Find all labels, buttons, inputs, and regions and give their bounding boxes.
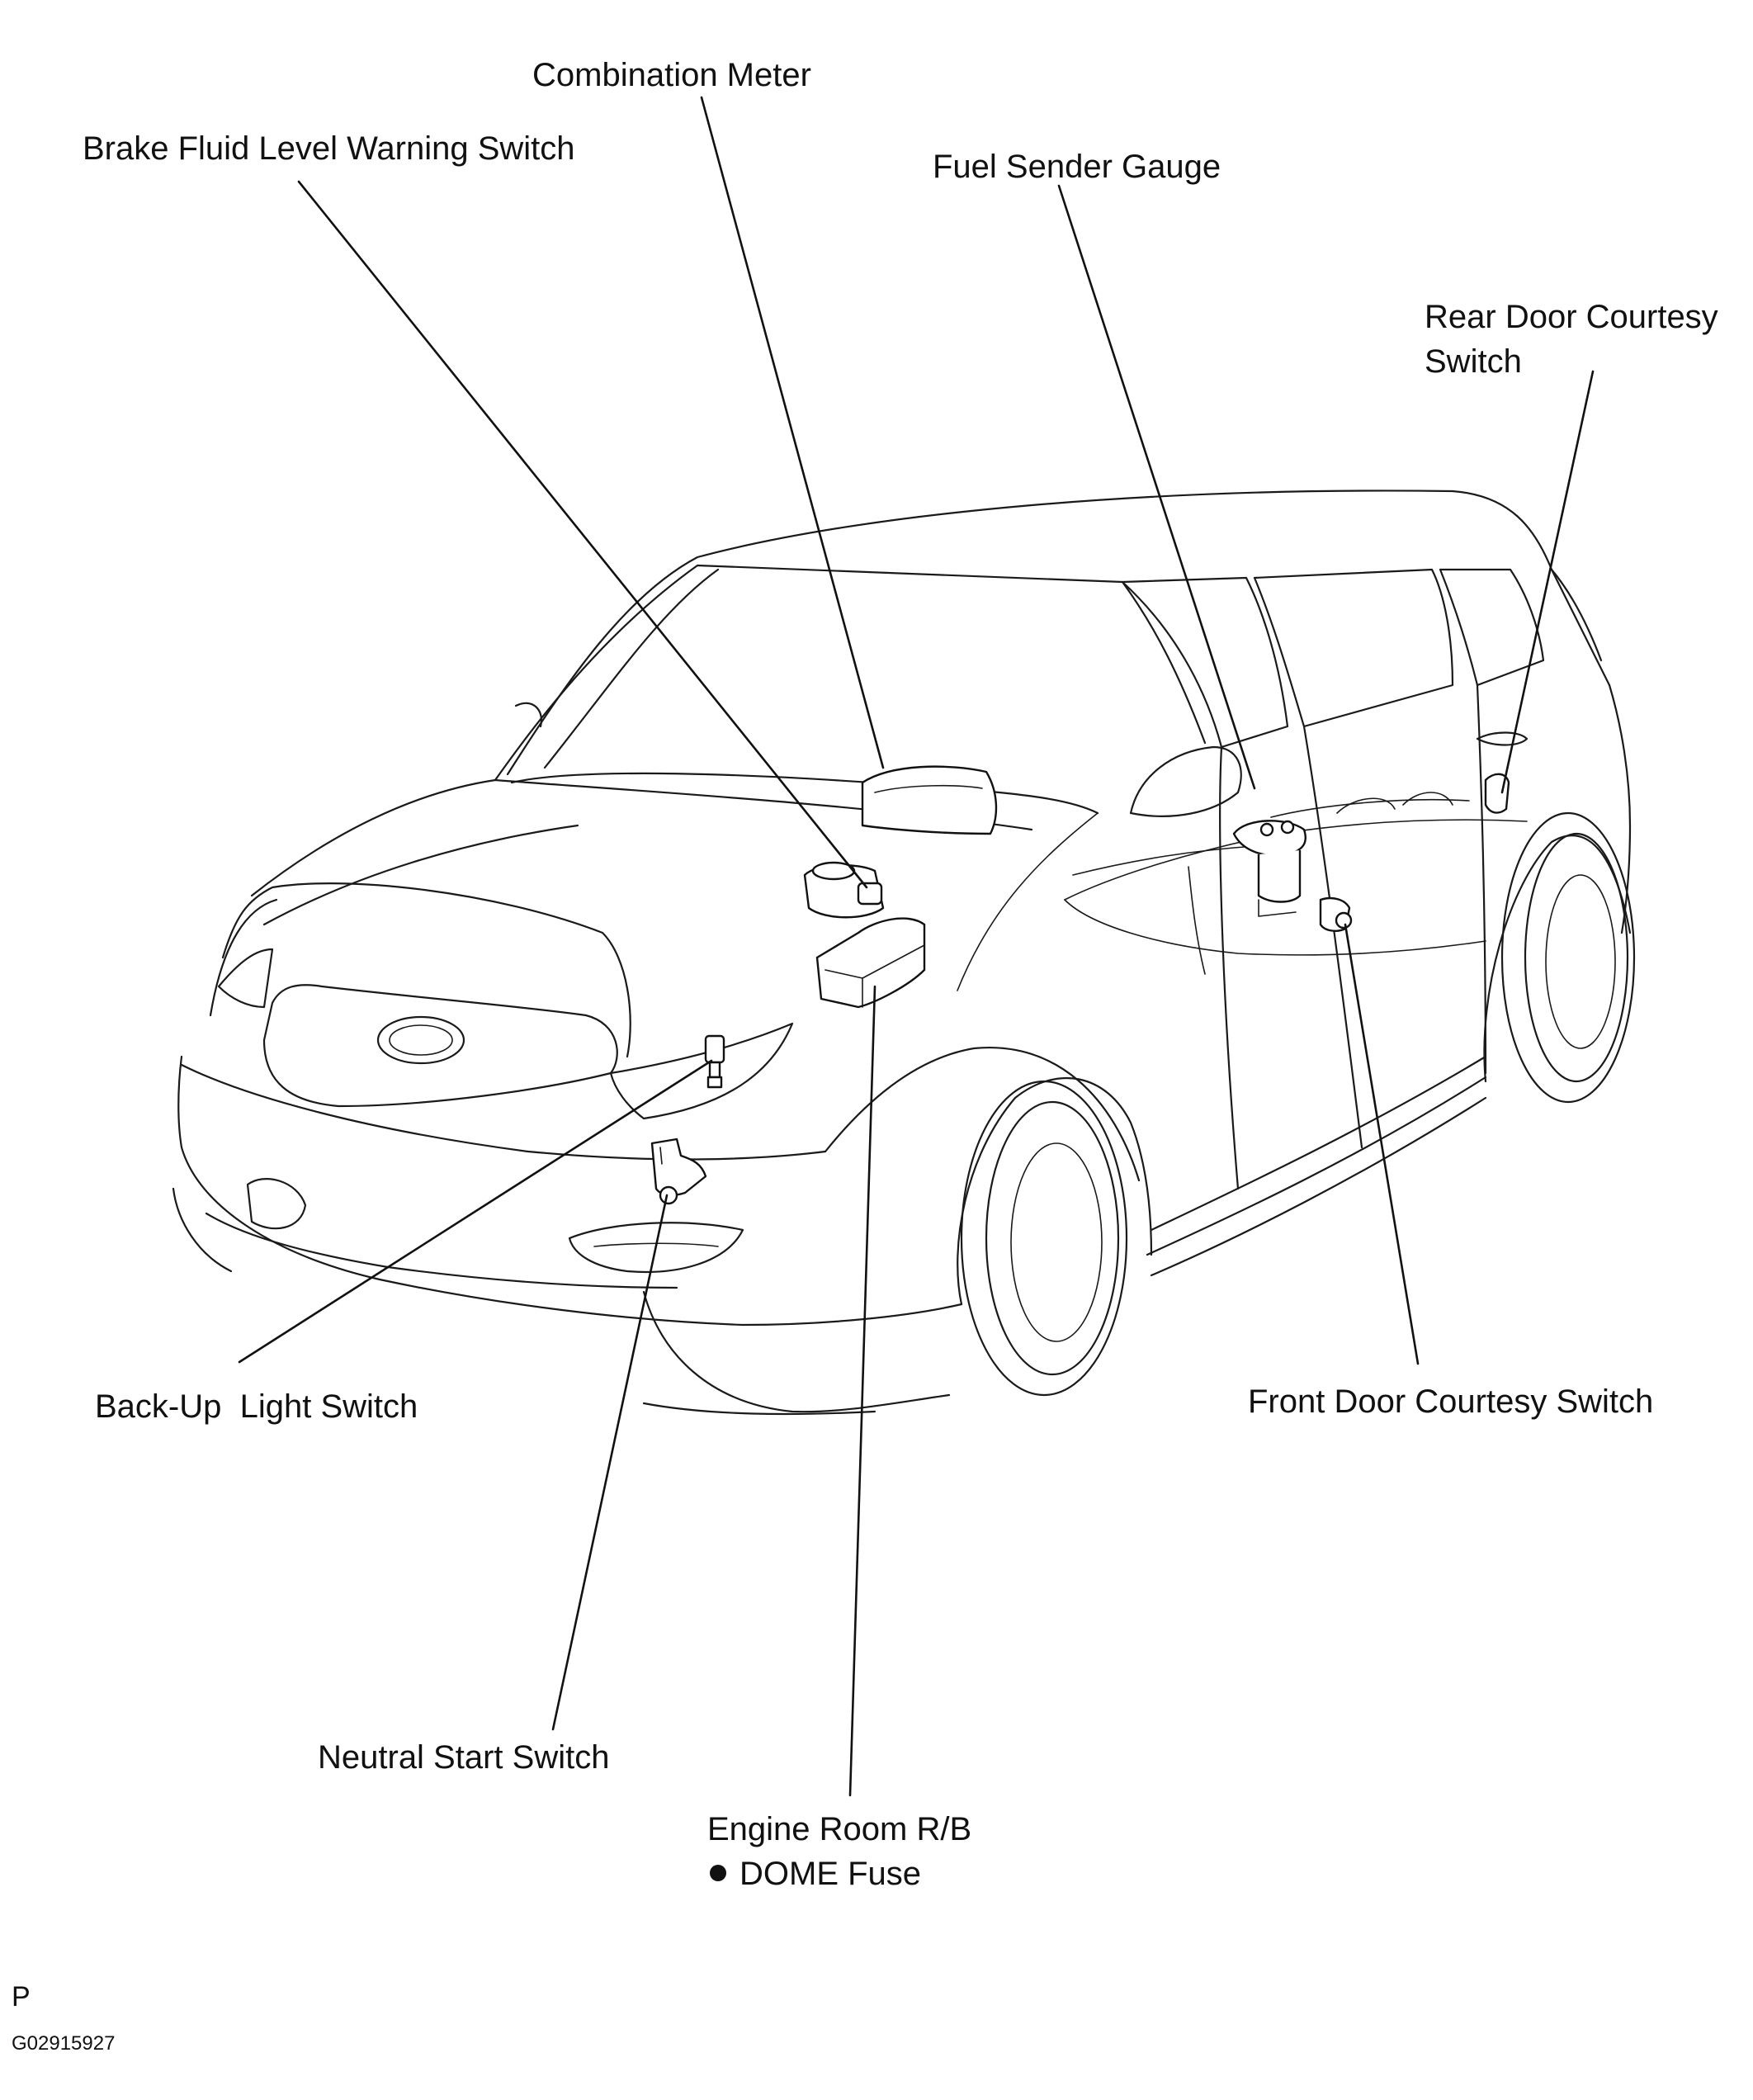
brake-fluid-reservoir-part: [803, 861, 885, 919]
combination-meter-part: [861, 765, 998, 835]
leader-brake-fluid: [297, 180, 868, 889]
label-brake-fluid-level-warning-switch: Brake Fluid Level Warning Switch: [83, 130, 575, 167]
leader-back-up: [238, 1059, 713, 1364]
car-body-outline: [172, 490, 1636, 1416]
leader-neutral-start: [551, 1194, 669, 1731]
bullet-dot-icon: [710, 1865, 726, 1882]
back-up-light-switch-part: [704, 1034, 725, 1089]
footer-letter: P: [12, 1981, 31, 2012]
leader-rear-door: [1500, 370, 1595, 794]
label-dome-fuse-text: DOME Fuse: [739, 1856, 922, 1892]
label-combination-meter: Combination Meter: [532, 57, 811, 93]
label-back-up-light-switch: Back-Up Light Switch: [95, 1388, 418, 1425]
leader-engine-room: [848, 985, 876, 1797]
label-rear-door-courtesy-switch-line2: Switch: [1425, 343, 1522, 380]
label-engine-room-rb: Engine Room R/B: [707, 1811, 972, 1847]
footer-figure-code: G02915927: [12, 2032, 116, 2055]
label-fuel-sender-gauge: Fuel Sender Gauge: [933, 149, 1221, 185]
leader-combination-meter: [700, 96, 885, 769]
front-door-courtesy-switch-part: [1319, 896, 1353, 932]
label-neutral-start-switch: Neutral Start Switch: [318, 1739, 610, 1776]
neutral-start-switch-part: [650, 1138, 707, 1205]
leader-lines: [238, 96, 1595, 1797]
leader-fuel-sender: [1057, 184, 1256, 790]
label-front-door-courtesy-switch: Front Door Courtesy Switch: [1248, 1383, 1654, 1420]
leader-front-door: [1344, 923, 1420, 1365]
label-dome-fuse: DOME Fuse: [710, 1852, 921, 1896]
engine-room-relay-block-part: [815, 917, 926, 1009]
label-rear-door-courtesy-switch-line1: Rear Door Courtesy: [1425, 299, 1718, 335]
fuel-sender-gauge-part: [1232, 820, 1306, 917]
